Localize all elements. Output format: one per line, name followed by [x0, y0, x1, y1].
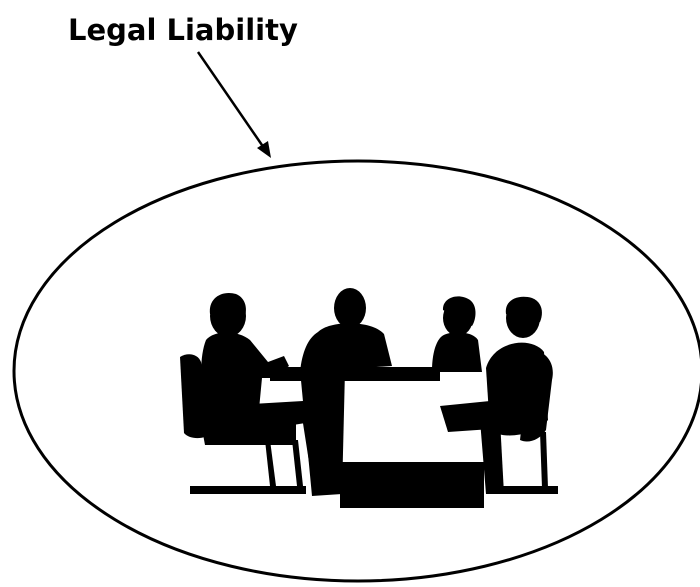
- person-center-left: [300, 288, 392, 496]
- pointer-arrow: [196, 51, 271, 158]
- table-pedestal: [340, 462, 484, 508]
- person-right: [440, 296, 558, 494]
- legal-liability-label: Legal Liability: [68, 13, 298, 47]
- meeting-silhouette-icon: [180, 288, 558, 508]
- arrow-shaft: [196, 51, 266, 149]
- scope-ellipse: [12, 159, 700, 583]
- table-top: [270, 367, 440, 381]
- person-center-right: [432, 296, 482, 372]
- arrow-head: [257, 141, 271, 158]
